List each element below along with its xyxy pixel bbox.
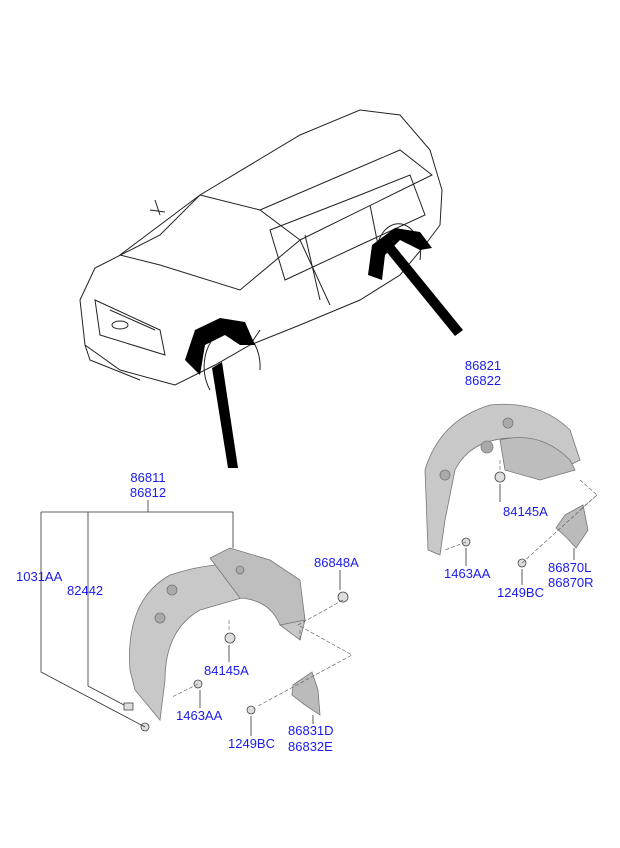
front-bolt-icon	[246, 705, 256, 715]
front-screw-label[interactable]: 1463AA	[176, 708, 223, 723]
rear-mudguard	[555, 504, 589, 549]
rear-grommet-label[interactable]: 84145A	[503, 504, 548, 519]
clip-1031aa-label[interactable]: 1031AA	[16, 569, 63, 584]
clip-86848a-label[interactable]: 86848A	[314, 555, 359, 570]
front-liner-part-number-1[interactable]: 86811	[130, 470, 166, 485]
front-liner-part-number-2[interactable]: 86812	[129, 485, 167, 500]
front-mudguard-label-2[interactable]: 86832E	[288, 739, 333, 754]
front-wheel-liner	[129, 547, 306, 721]
leader-lines	[40, 484, 575, 736]
nut-82442-label[interactable]: 82442	[67, 583, 104, 598]
fasteners	[123, 471, 527, 732]
front-grommet-icon	[224, 632, 236, 644]
front-grommet-label[interactable]: 84145A	[204, 663, 249, 678]
rear-screw-label[interactable]: 1463AA	[444, 566, 491, 581]
front-mudguard-label-1[interactable]: 86831D	[288, 723, 334, 738]
rear-mudguard-label-2[interactable]: 86870R	[548, 575, 594, 590]
front-leader-wedge	[212, 362, 238, 468]
rear-mudguard-label-1[interactable]: 86870L	[548, 560, 592, 575]
rear-wheel-liner	[424, 403, 581, 556]
front-bolt-label[interactable]: 1249BC	[228, 736, 275, 751]
clip-86848a-icon	[337, 591, 349, 603]
rear-liner-on-car	[368, 228, 432, 280]
front-mudguard	[291, 671, 321, 716]
rear-liner-part-number-2[interactable]: 86822	[464, 373, 502, 388]
rear-leader-wedge	[385, 244, 463, 336]
nut-82442-icon	[123, 702, 134, 711]
rear-bolt-label[interactable]: 1249BC	[497, 585, 544, 600]
rear-grommet-icon	[494, 471, 506, 483]
front-liner-on-car	[185, 318, 255, 375]
rear-liner-part-number-1[interactable]: 86821	[464, 358, 502, 373]
